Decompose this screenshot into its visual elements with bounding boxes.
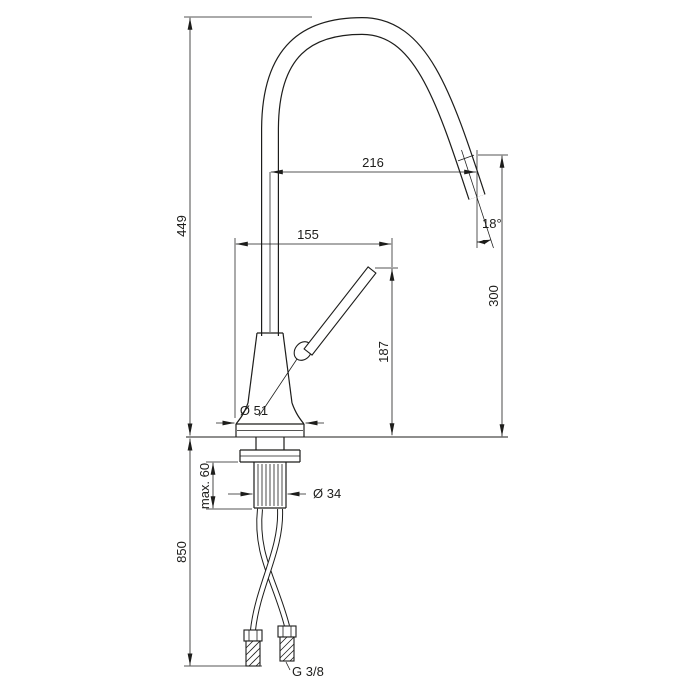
dim-18deg-arc — [476, 239, 492, 245]
dimension-lines — [184, 16, 508, 671]
hose-right — [251, 508, 283, 631]
faucet-handle — [293, 266, 377, 361]
body-cone-left — [247, 332, 258, 404]
spray-head-seam — [457, 154, 475, 162]
dim-label-overall-height: 449 — [174, 215, 189, 237]
dim-label-hose-length: 850 — [174, 541, 189, 563]
thread-hatch — [257, 464, 283, 506]
hose-left — [257, 508, 289, 627]
hose-fitting-right — [277, 625, 297, 662]
skirt-right — [291, 402, 305, 425]
ext-spout-axis — [461, 149, 494, 249]
body-cone-right — [282, 332, 293, 404]
leader-g38 — [285, 661, 291, 671]
dim-label-max-counter-thickness: max. 60 — [197, 463, 212, 509]
dim-label-connection-thread: G 3/8 — [292, 664, 324, 679]
dim-label-handle-projection: 155 — [297, 227, 319, 242]
supply-hoses — [243, 508, 297, 667]
spout-outline — [261, 16, 486, 336]
dim-label-shank-diameter: Ø 34 — [313, 486, 341, 501]
handle-lever — [303, 266, 377, 356]
spout-interior — [262, 18, 485, 336]
dim-label-spout-height: 300 — [486, 285, 501, 307]
cartridge-axis — [258, 349, 304, 417]
dim-label-spout-reach: 216 — [362, 155, 384, 170]
below-deck-mounting — [239, 437, 301, 509]
dim-label-base-diameter: Ø 51 — [240, 403, 268, 418]
dimension-labels: 449 850 max. 60 187 300 216 155 Ø 51 Ø 3… — [174, 155, 502, 679]
faucet-body — [235, 332, 305, 437]
dim-label-spout-angle: 18° — [482, 216, 502, 231]
hose-fitting-left — [243, 629, 263, 667]
faucet-gooseneck-spout — [261, 16, 486, 336]
skirt-left — [235, 402, 249, 425]
dim-label-handle-height: 187 — [376, 341, 391, 363]
